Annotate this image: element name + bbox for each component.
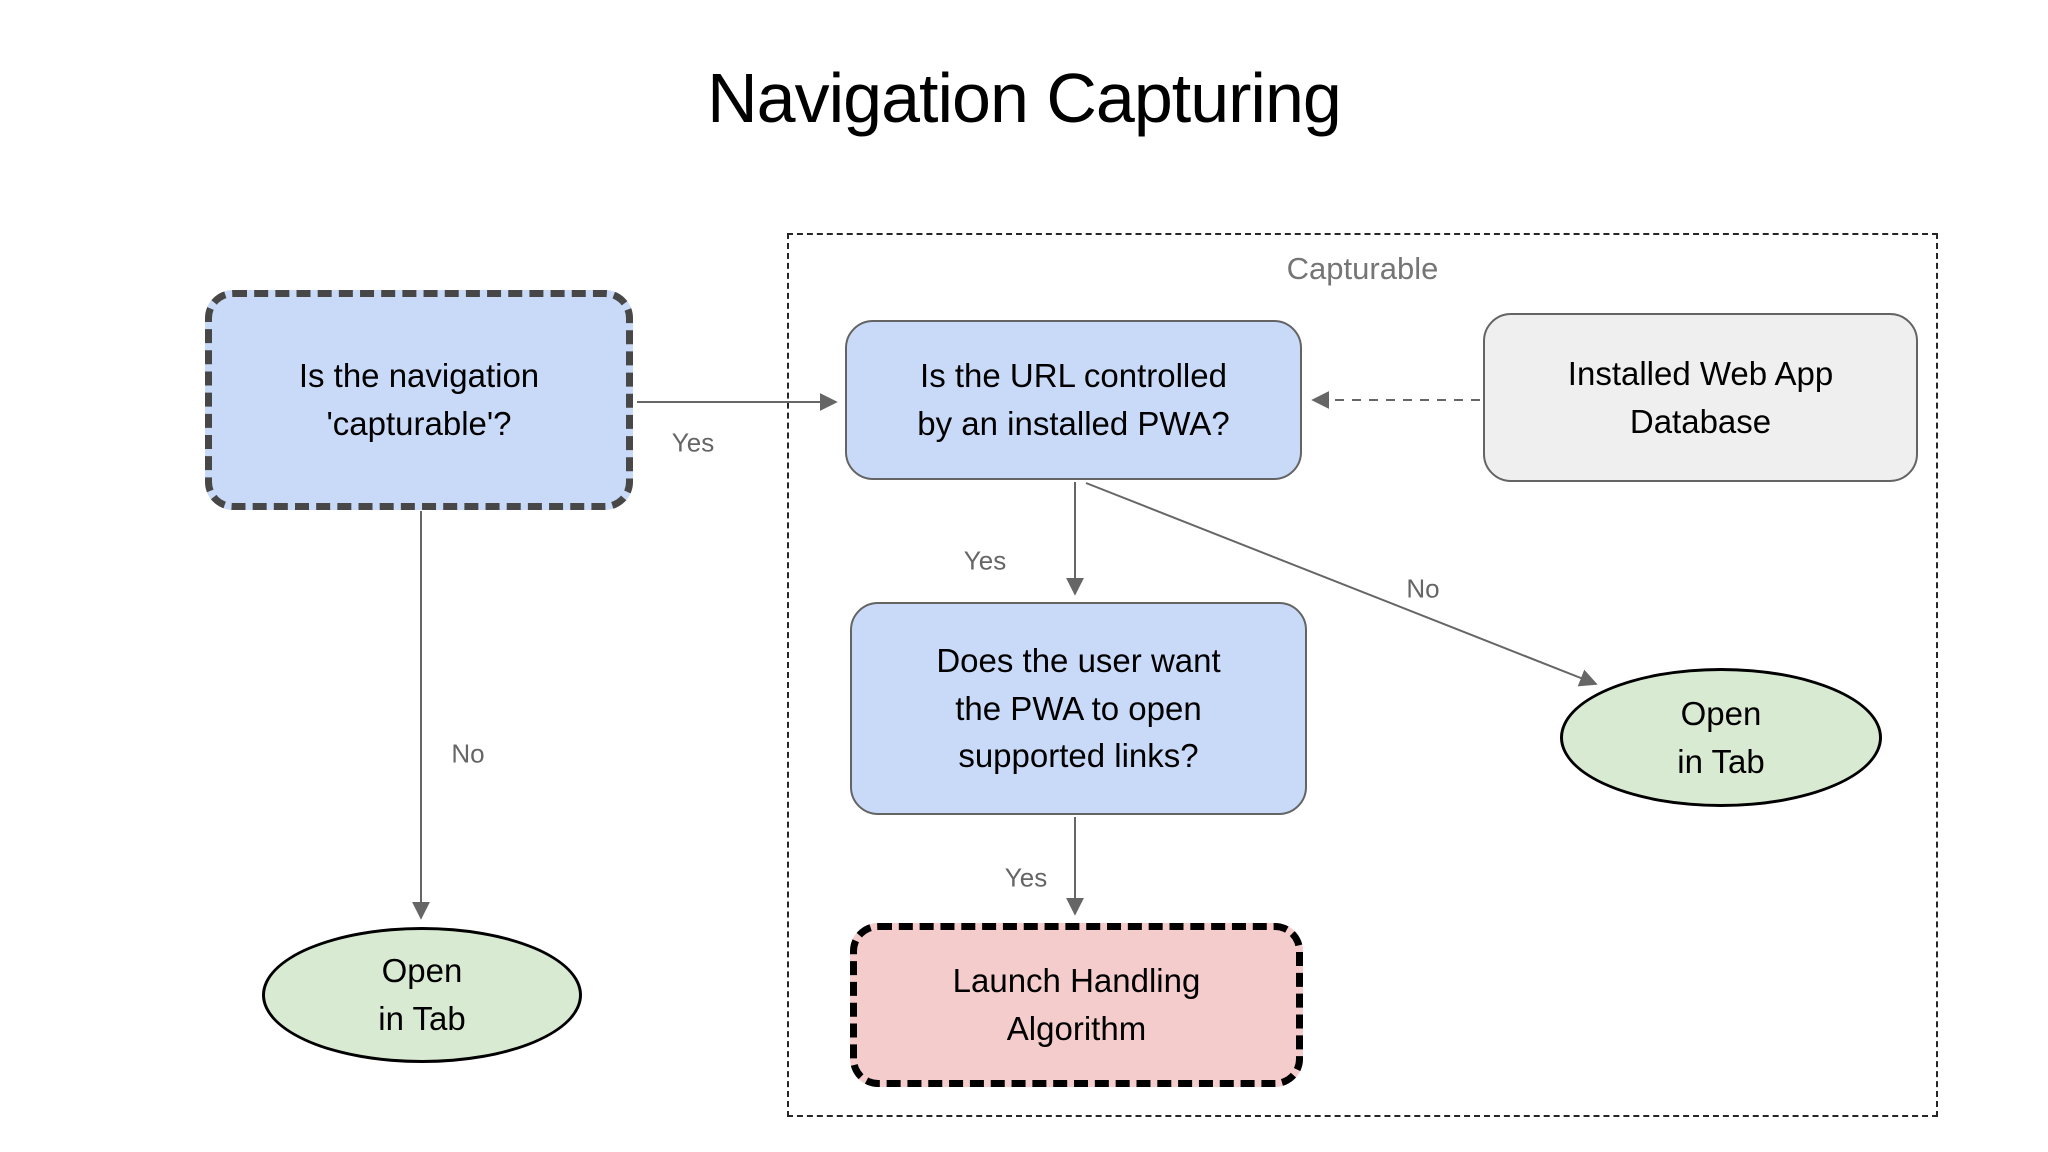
- node-url-controlled-by-pwa: Is the URL controlled by an installed PW…: [845, 320, 1302, 480]
- node-installed-web-app-database-label: Installed Web App Database: [1567, 354, 1834, 440]
- node-open-in-tab-left-label: Open in Tab: [378, 952, 466, 1037]
- edge-label-capturable-yes: Yes: [671, 427, 715, 458]
- node-launch-handling-algorithm-label: Launch Handling Algorithm: [952, 962, 1201, 1047]
- node-is-navigation-capturable: Is the navigation 'capturable'?: [205, 290, 633, 510]
- node-is-navigation-capturable-label: Is the navigation 'capturable'?: [298, 357, 540, 442]
- edge-label-url-yes: Yes: [963, 545, 1007, 576]
- edge-label-url-no: No: [1406, 573, 1440, 604]
- capturable-group-label: Capturable: [1286, 251, 1439, 286]
- node-user-want-supported-links: Does the user want the PWA to open suppo…: [850, 602, 1307, 815]
- node-open-in-tab-right-label: Open in Tab: [1677, 694, 1765, 780]
- edge-label-user-yes: Yes: [1004, 862, 1048, 893]
- edge-label-capturable-no: No: [451, 738, 485, 769]
- node-url-controlled-by-pwa-label: Is the URL controlled by an installed PW…: [917, 357, 1230, 442]
- node-user-want-supported-links-label: Does the user want the PWA to open suppo…: [936, 641, 1221, 775]
- capturable-group-box: Capturable: [787, 233, 1938, 1117]
- node-launch-handling-algorithm: Launch Handling Algorithm: [850, 923, 1303, 1087]
- node-open-in-tab-right: Open in Tab: [1560, 668, 1882, 807]
- node-installed-web-app-database: Installed Web App Database: [1483, 313, 1918, 482]
- diagram-title: Navigation Capturing: [707, 59, 1342, 137]
- node-open-in-tab-left: Open in Tab: [262, 927, 582, 1063]
